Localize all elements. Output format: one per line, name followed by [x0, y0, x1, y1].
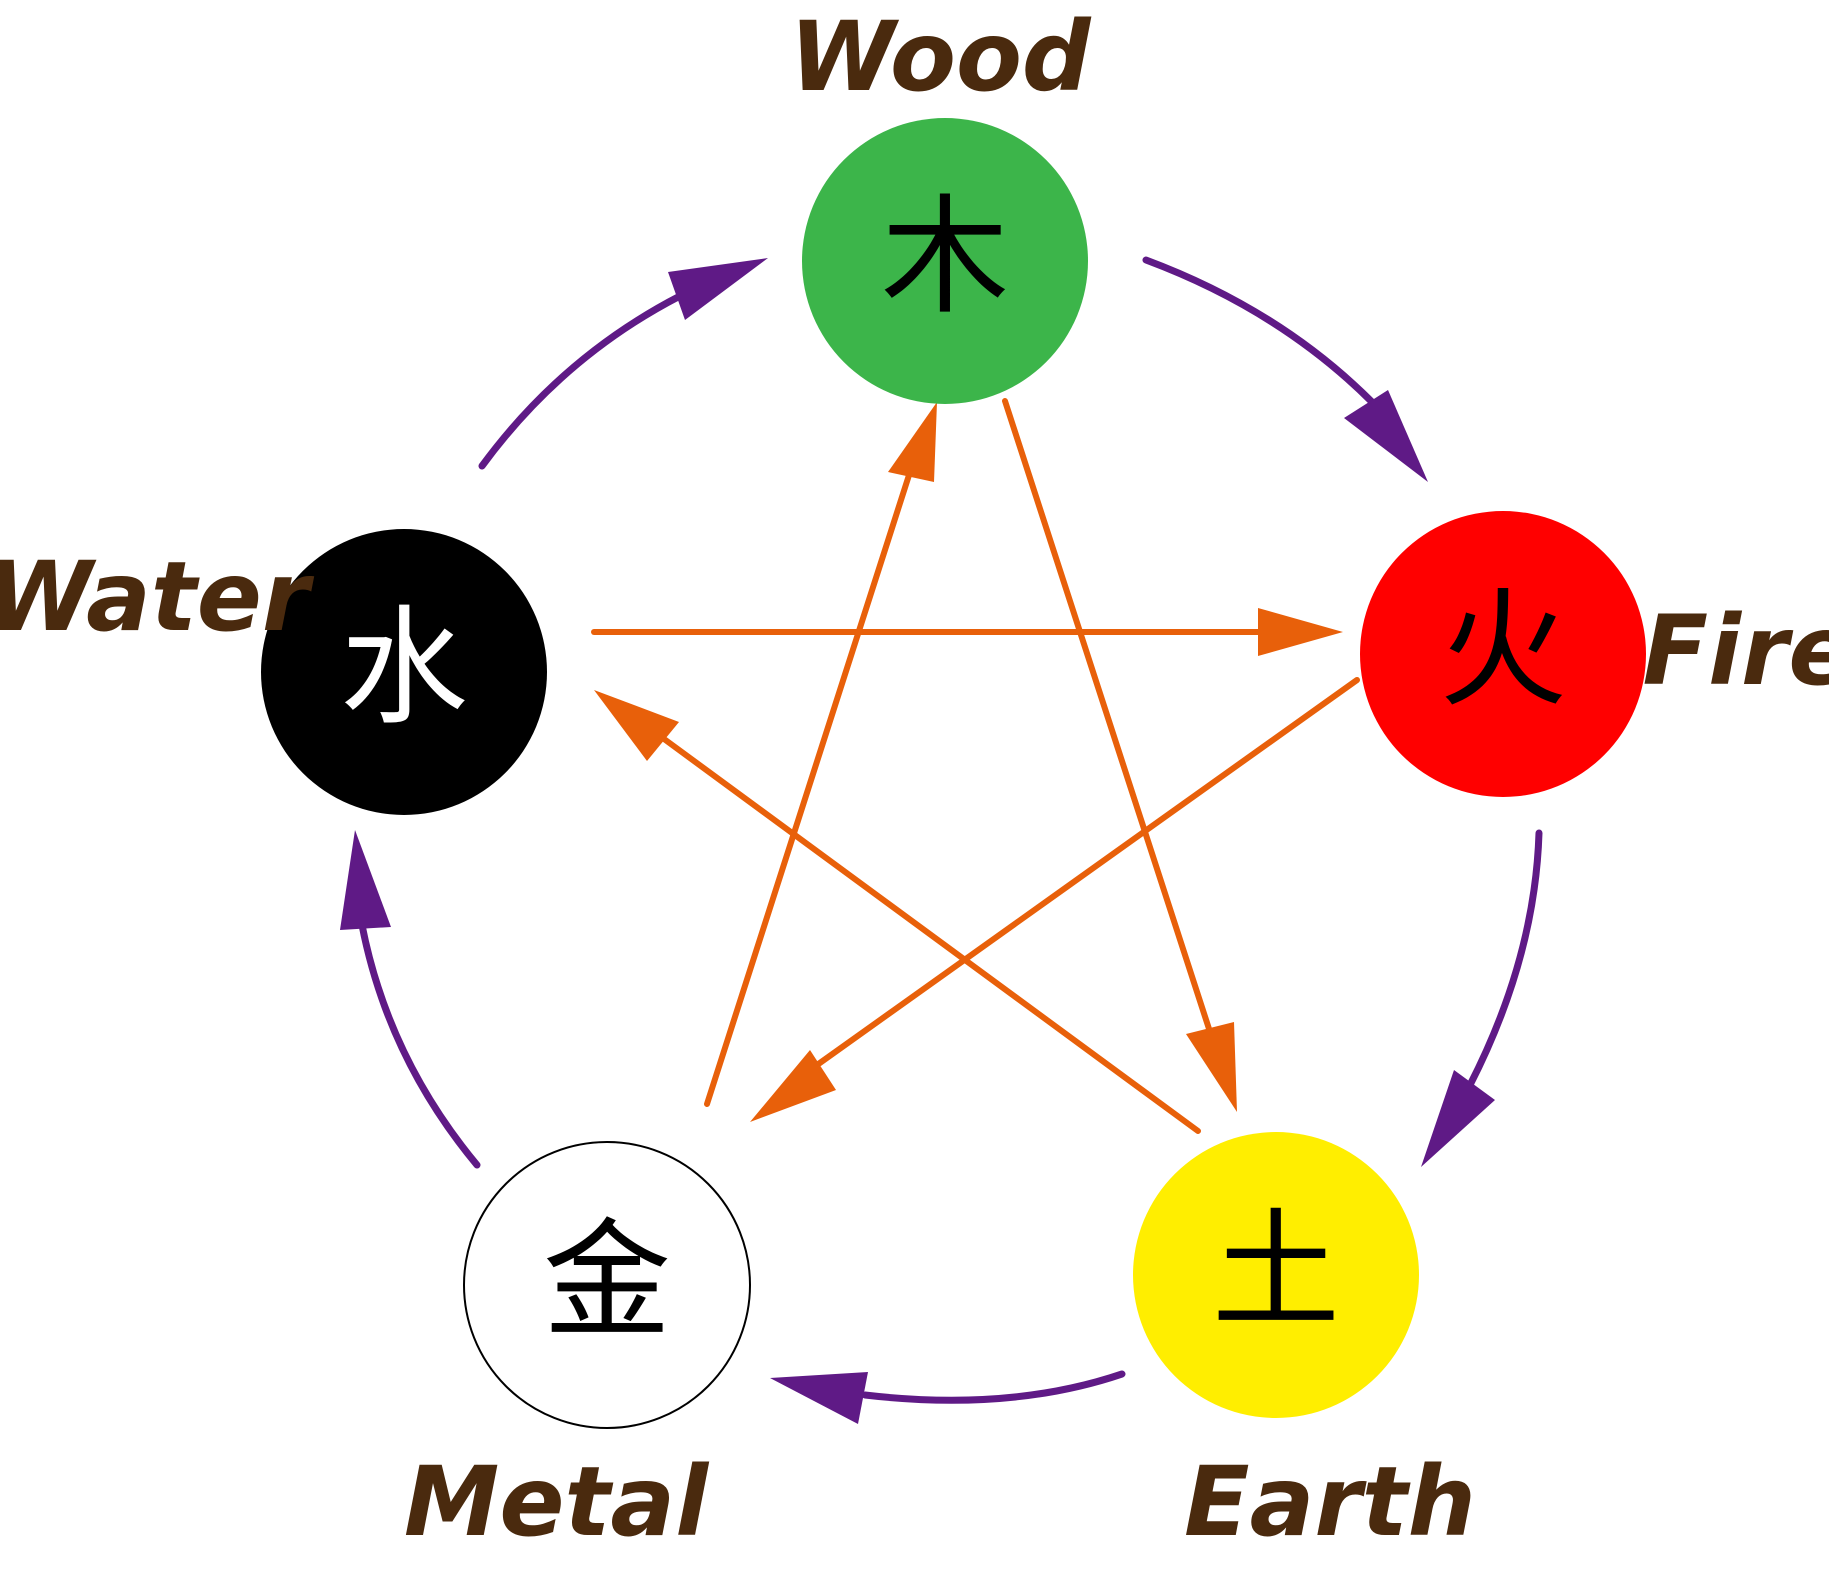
- wood-label: Wood: [789, 1, 1092, 113]
- node-earth: 土: [1133, 1132, 1419, 1418]
- controlling-arrow-metal-wood: [704, 402, 937, 1107]
- node-water: 水: [261, 529, 547, 815]
- generating-arrow-metal-water: [340, 830, 481, 1169]
- generating-arrow-earth-metal: [770, 1370, 1126, 1424]
- fire-circle: [1360, 511, 1646, 797]
- node-fire: 火: [1360, 511, 1646, 797]
- node-metal: 金: [463, 1141, 751, 1429]
- fire-label: Fire: [1643, 595, 1829, 707]
- fire-character: 火: [1439, 576, 1567, 725]
- generating-arrow-fire-earth: [1421, 829, 1543, 1167]
- node-wood: 木: [802, 118, 1088, 404]
- controlling-arrow-wood-earth: [1002, 398, 1237, 1112]
- metal-character: 金: [543, 1207, 671, 1356]
- controlling-arrow-water-fire: [591, 608, 1343, 656]
- metal-label: Metal: [404, 1446, 709, 1558]
- controlling-arrow-fire-metal: [750, 677, 1360, 1122]
- water-label: Water: [0, 541, 315, 653]
- wood-character: 木: [881, 183, 1009, 332]
- controlling-arrow-earth-water: [594, 690, 1201, 1134]
- water-character: 水: [340, 594, 468, 743]
- earth-character: 土: [1212, 1197, 1340, 1346]
- earth-label: Earth: [1184, 1446, 1476, 1558]
- controlling-cycle: [591, 398, 1360, 1134]
- generating-arrow-wood-fire: [1142, 256, 1428, 482]
- earth-circle: [1133, 1132, 1419, 1418]
- generating-arrow-water-wood: [478, 258, 768, 470]
- water-circle: [261, 529, 547, 815]
- generating-cycle: [340, 256, 1543, 1424]
- wood-circle: [802, 118, 1088, 404]
- metal-circle: [463, 1141, 751, 1429]
